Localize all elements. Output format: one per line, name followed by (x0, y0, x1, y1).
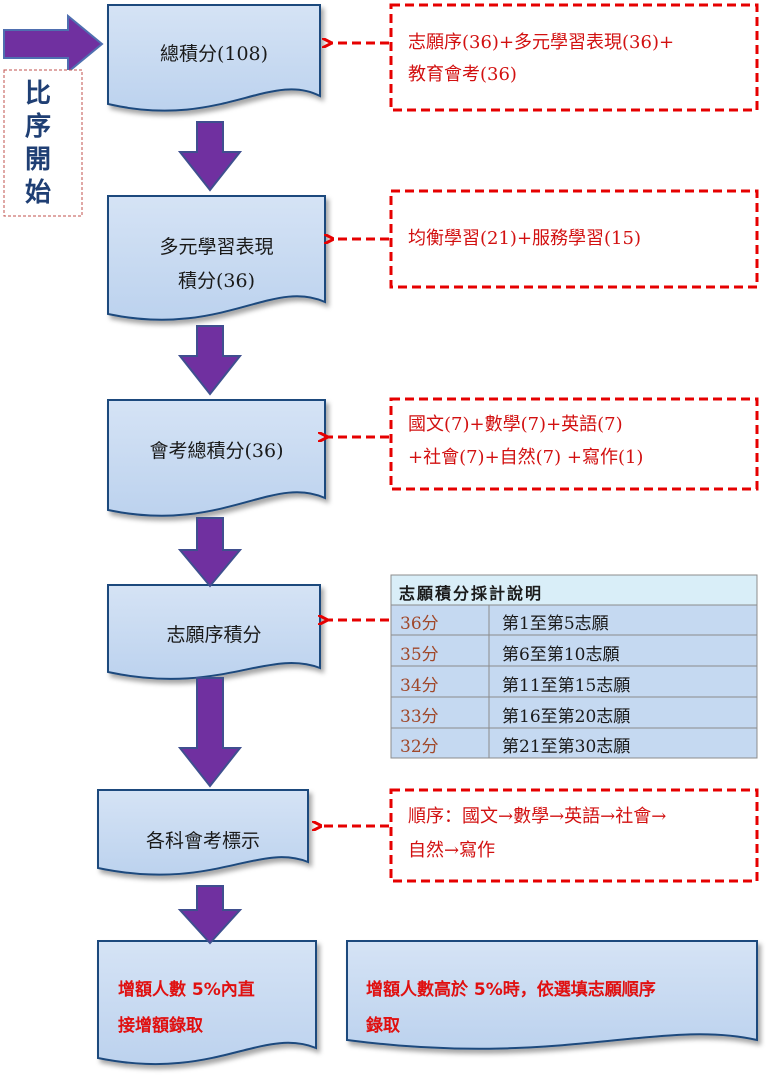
table-score-cell: 34分 (400, 676, 439, 696)
down-arrow-icon (177, 325, 243, 396)
table-title: 志願積分採計說明 (399, 584, 544, 603)
down-arrow-icon (177, 517, 243, 588)
outcome-direct-line2: 接增額錄取 (118, 1016, 203, 1036)
note-order-line2: 自然→寫作 (408, 840, 496, 861)
node-outcome-over-shape (346, 940, 758, 1050)
side-label: 比 序 開 始 (18, 78, 58, 210)
side-label-box (3, 69, 83, 217)
outcome-over-line1: 增額人數高於 5%時，依選填志願順序 (366, 980, 656, 1000)
note-total-line2: 教育會考(36) (408, 64, 517, 85)
table-score-cell: 35分 (400, 645, 439, 665)
node-outcome-direct-shape (97, 940, 317, 1066)
table-range-cell: 第11至第15志願 (502, 676, 631, 696)
preference-table (390, 574, 758, 759)
outcome-direct-line1: 增額人數 5%內直 (118, 980, 255, 1000)
note-exam-box (389, 397, 759, 491)
table-score-cell: 32分 (400, 737, 439, 757)
note-order-line1: 順序：國文→數學→英語→社會→ (408, 806, 667, 827)
table-range-cell: 第6至第10志願 (502, 645, 620, 665)
node-diverse-label-line1: 多元學習表現 (159, 236, 274, 258)
table-score-cell: 36分 (400, 614, 439, 634)
side-label-char: 開 (24, 145, 51, 175)
node-preference-shape (107, 584, 321, 680)
note-total-line1: 志願序(36)+多元學習表現(36)+ (408, 32, 675, 53)
node-total-label: 總積分(108) (159, 43, 269, 65)
table-range-cell: 第16至第20志願 (502, 707, 631, 727)
note-diverse-line1: 均衡學習(21)+服務學習(15) (408, 228, 641, 249)
note-exam-line2: +社會(7)+自然(7) +寫作(1) (408, 447, 644, 468)
node-subject-shape (97, 789, 309, 876)
start-arrow-icon (3, 13, 104, 75)
node-subject-label: 各科會考標示 (145, 830, 260, 852)
table-score-cell: 33分 (400, 707, 439, 727)
outcome-over-line2: 錄取 (366, 1016, 400, 1036)
node-preference-label: 志願序積分 (166, 624, 262, 646)
note-total-box (389, 3, 759, 112)
down-arrow-icon (177, 121, 243, 192)
side-label-char: 比 (24, 79, 51, 109)
down-arrow-icon (177, 677, 243, 788)
node-diverse-shape (107, 195, 326, 321)
note-diverse-box (389, 189, 759, 289)
down-arrow-icon (177, 885, 243, 945)
note-order-box (389, 788, 759, 883)
node-exam-label: 會考總積分(36) (149, 440, 284, 462)
node-exam-shape (107, 399, 326, 517)
table-range-cell: 第1至第5志願 (502, 614, 609, 634)
node-diverse-label-line2: 積分(36) (177, 270, 255, 292)
side-label-char: 始 (24, 178, 51, 208)
table-range-cell: 第21至第30志願 (502, 737, 631, 757)
side-label-char: 序 (24, 112, 51, 142)
node-total-shape (107, 4, 321, 112)
note-exam-line1: 國文(7)+數學(7)+英語(7) (408, 414, 623, 435)
